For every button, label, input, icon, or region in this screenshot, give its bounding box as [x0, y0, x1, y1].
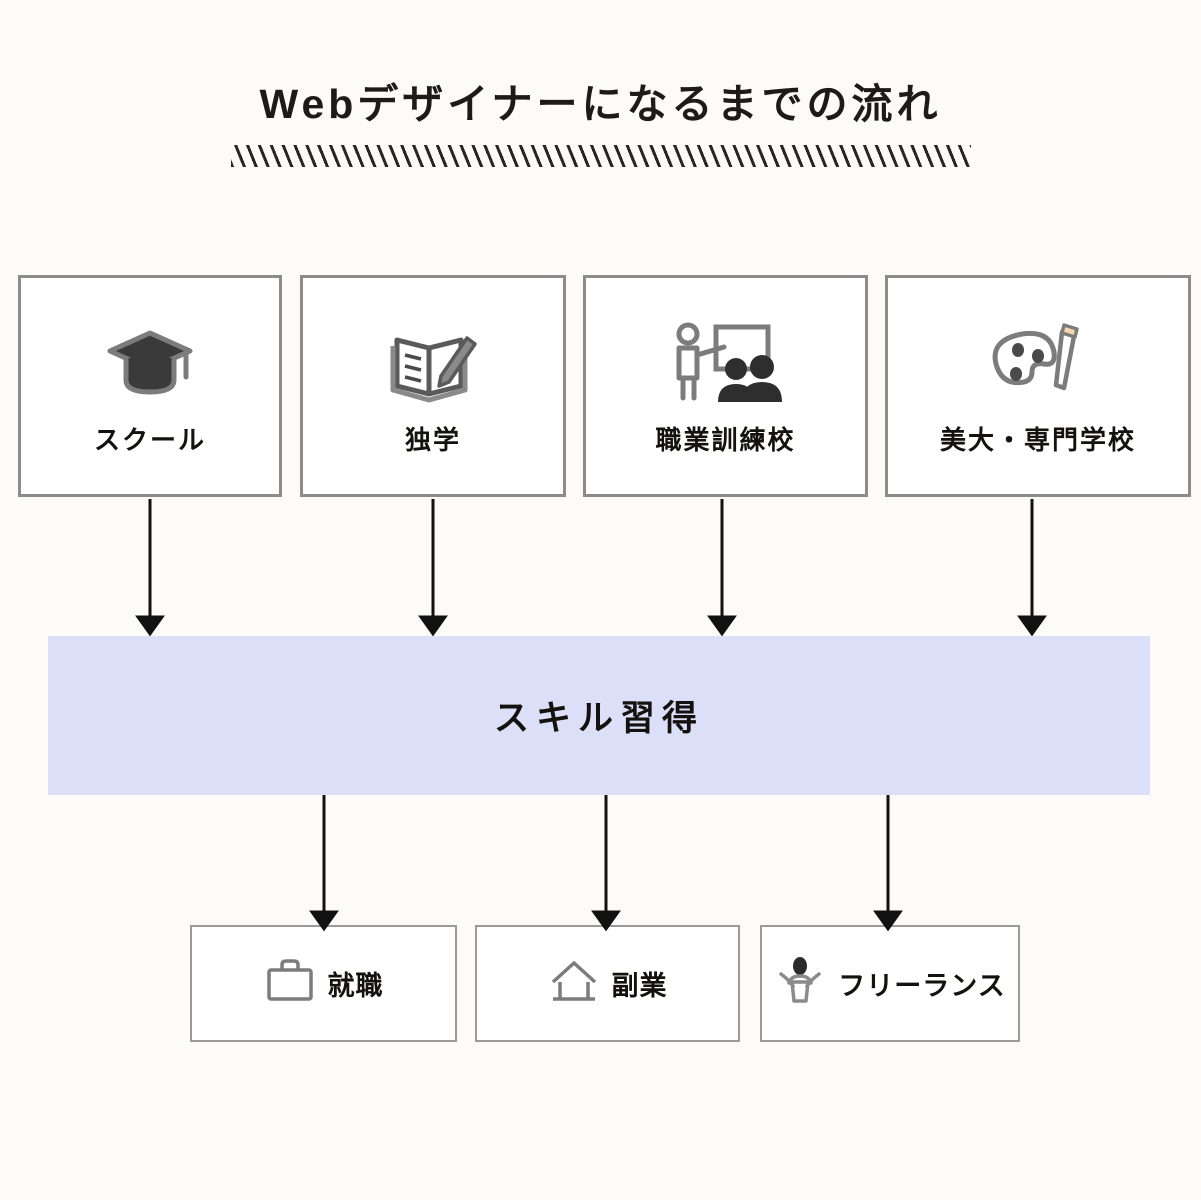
title-block: Webデザイナーになるまでの流れ: [0, 81, 1201, 168]
route-card-vocational[interactable]: 職業訓練校: [583, 275, 868, 497]
route-card-label: 職業訓練校: [655, 424, 796, 455]
title-hatch-underline: [230, 145, 971, 168]
route-card-self-study[interactable]: 独学: [300, 275, 566, 497]
route-card-label: 美大・専門学校: [939, 424, 1136, 455]
outcome-card-side-job[interactable]: 副業: [475, 925, 740, 1042]
outcome-card-label: 就職: [327, 971, 384, 1001]
route-card-art-school[interactable]: 美大・専門学校: [885, 275, 1191, 497]
skill-acquisition-label: スキル習得: [493, 699, 704, 738]
outcome-card-employment[interactable]: 就職: [190, 925, 457, 1042]
page-title: Webデザイナーになるまでの流れ: [259, 81, 942, 127]
skill-acquisition-band[interactable]: スキル習得: [48, 636, 1150, 795]
outcome-card-freelance[interactable]: フリーランス: [760, 925, 1020, 1042]
route-card-label: スクール: [93, 424, 206, 455]
person-arms-up-icon: [774, 956, 826, 1011]
graduation-cap-icon: [104, 316, 196, 412]
route-card-school[interactable]: スクール: [18, 275, 282, 497]
outcome-card-label: フリーランス: [838, 971, 1006, 1001]
route-card-label: 独学: [404, 424, 461, 455]
briefcase-icon: [264, 958, 316, 1009]
outcome-card-label: 副業: [611, 971, 668, 1001]
palette-brush-icon: [988, 316, 1088, 412]
teacher-students-icon: [666, 316, 786, 412]
book-pencil-icon: [389, 316, 477, 412]
house-icon: [548, 958, 600, 1009]
